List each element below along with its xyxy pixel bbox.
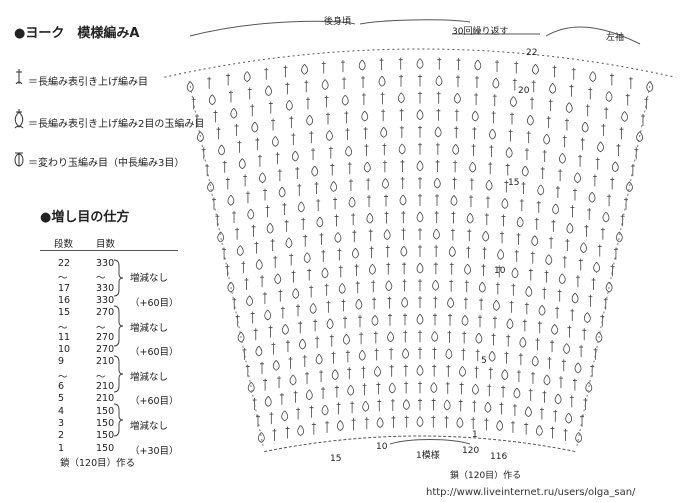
table-cell-row: 1 [58, 442, 65, 454]
table-cell-row: 9 [58, 356, 65, 368]
modified-puff-icon [13, 150, 25, 172]
table-cell-row: ～ [58, 371, 68, 383]
table-cell-note: （+60目） [130, 396, 179, 408]
stitch-column [575, 81, 654, 443]
row-number-1: 1 [472, 430, 478, 440]
row-number-5: 5 [481, 356, 487, 366]
stitch-column [510, 65, 557, 433]
table-cell-sts: 270 [96, 331, 115, 343]
table-cell-row: ～ [58, 322, 68, 334]
bottom-label-15: 15 [330, 454, 342, 464]
row-number-22: 22 [526, 48, 538, 58]
row-number-20: 20 [518, 86, 530, 96]
bottom-label-116: 116 [490, 452, 508, 462]
table-braces [113, 259, 124, 437]
stitch-column [186, 81, 265, 443]
table-cell-sts: 270 [96, 307, 115, 319]
watermark: http://www.liveinternet.ru/users/olga_sa… [426, 487, 636, 498]
row-number-10: 10 [494, 266, 506, 276]
outer-edge [164, 48, 676, 78]
table-cell-row: 6 [58, 381, 65, 392]
table-cell-sts: 150 [96, 442, 115, 454]
table-cell-note: 増減なし [130, 273, 169, 285]
header-rows: 段数 [54, 239, 74, 250]
increase-title: ●増し目の仕方 [40, 210, 130, 225]
stitch-column [264, 67, 316, 435]
stitch-column [283, 65, 330, 433]
header-divider [40, 250, 178, 251]
stitch-column [340, 60, 370, 430]
stitch-column [416, 58, 424, 427]
stitch-column [358, 59, 384, 428]
stitch-column [496, 64, 539, 431]
stitch-column [456, 59, 482, 428]
stitch-column [524, 67, 576, 435]
stitch-column [471, 60, 500, 430]
table-cell-row: 4 [58, 405, 65, 417]
stitch-column [484, 61, 519, 431]
header-sts: 目数 [96, 239, 116, 250]
table-cell-row: 17 [58, 282, 71, 294]
stitch-column [378, 58, 396, 428]
table-cell-row: 2 [58, 430, 65, 442]
table-cell-sts: 150 [96, 417, 115, 429]
foundation-chain [264, 435, 576, 453]
legend-item-3: ＝変わり玉編み目（中長編み3目） [28, 158, 185, 169]
table-cell-sts: 270 [96, 344, 115, 356]
label-repeat: 30回繰り返す [452, 27, 509, 37]
table-cell-note: 増減なし [130, 322, 169, 334]
table-cell-row: ～ [58, 273, 68, 285]
table-cell-row: 16 [58, 294, 71, 306]
table-cell-sts: 150 [96, 430, 115, 442]
stitch-column [243, 71, 305, 436]
table-cell-sts: 330 [96, 282, 115, 294]
stitch-column [535, 71, 597, 436]
stitch-column [301, 64, 344, 431]
legend-item-1: ＝長編み表引き上げ編み目 [28, 77, 148, 88]
front-post-dc-icon [14, 68, 24, 90]
table-cell-note: （+30目） [130, 445, 179, 457]
bottom-label-one-pattern: 1模様 [416, 451, 440, 461]
stitch-column [443, 58, 461, 428]
table-cell-sts: 150 [96, 405, 115, 417]
table-cell-row: 5 [58, 393, 65, 405]
row-number-15: 15 [508, 178, 520, 188]
label-left-sleeve: 左袖 [606, 33, 625, 43]
fp-dc-2-bobble-icon [13, 108, 25, 134]
table-cell-row: 15 [58, 307, 71, 319]
stitch-column [550, 73, 614, 439]
stitch-column [563, 76, 633, 441]
bottom-label-120: 120 [462, 446, 480, 456]
table-cell-row: 10 [58, 344, 71, 356]
table-cell-sts: 210 [96, 393, 115, 405]
page-title: ●ヨーク 模様編みA [14, 26, 140, 41]
table-cell-sts: ～ [96, 273, 106, 285]
table-cell-note: （+60目） [130, 297, 179, 309]
table-cell-sts: ～ [96, 322, 106, 334]
bottom-label-10: 10 [376, 442, 388, 452]
table-cell-sts: 330 [96, 258, 115, 269]
table-cell-note: 増減なし [130, 371, 169, 383]
label-back-body: 後身頃 [324, 17, 352, 27]
table-cell-sts: 210 [96, 381, 115, 392]
stitch-column [321, 61, 356, 431]
table-cell-note: 増減なし [130, 420, 169, 432]
stitch-column [430, 57, 443, 428]
table-cell-sts: 210 [96, 356, 115, 368]
stitch-column [397, 57, 410, 428]
table-cell-row: 22 [58, 258, 71, 269]
table-cell-sts: 330 [96, 294, 115, 306]
stitch-column [226, 73, 290, 439]
table-cell-note: （+60目） [130, 347, 179, 359]
stitch-column [207, 76, 277, 441]
table-cell-row: 11 [58, 331, 71, 343]
table-cell-row: 3 [58, 417, 65, 429]
legend-item-2: ＝長編み表引き上げ編み2目の玉編み目 [28, 119, 205, 130]
table-cell-sts: ～ [96, 371, 106, 383]
table-footer: 鎖（120目）作る [60, 458, 136, 469]
bottom-chain-label: 鎖（120目）作る [450, 471, 522, 481]
